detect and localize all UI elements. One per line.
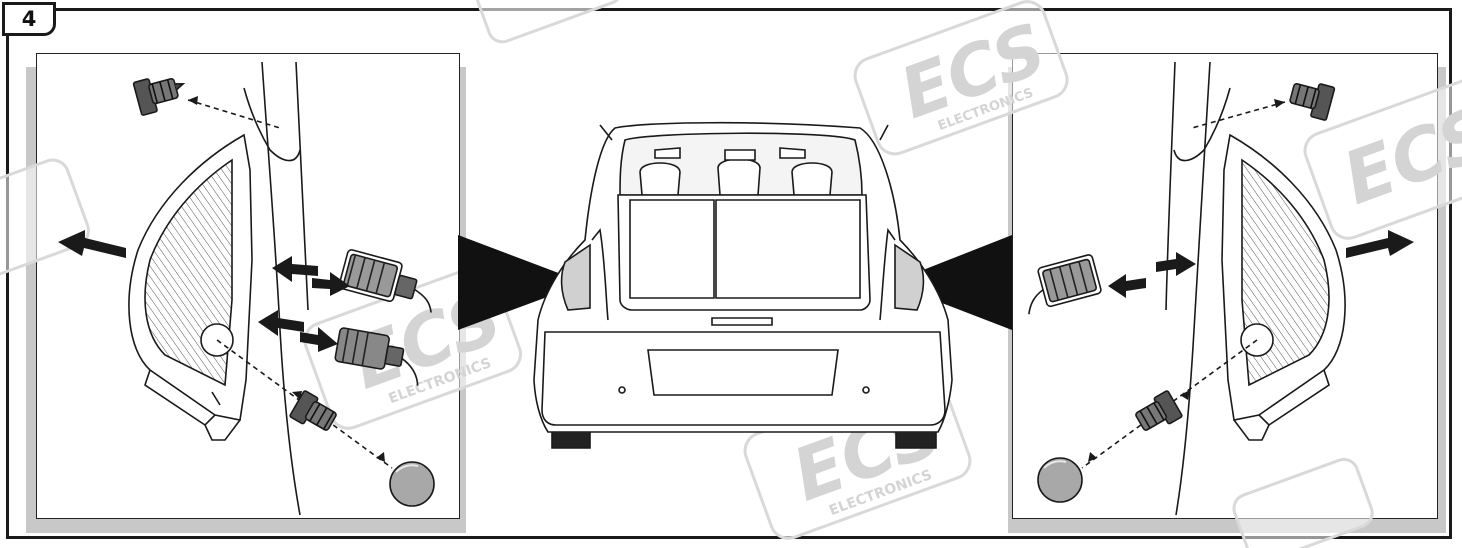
car-right-tail-lamp (894, 243, 925, 311)
right-top-push-clip (1289, 83, 1336, 121)
right-top-clip-path (1191, 101, 1286, 129)
left-pointer-wedge (458, 235, 585, 330)
watermark-top-center (472, 0, 624, 44)
right-pointer-wedge (890, 235, 1012, 330)
remove-direction-arrow-left (58, 230, 126, 258)
left-bottom-push-clip (289, 390, 337, 431)
watermark-left-edge (0, 158, 90, 282)
remove-direction-arrow-right (1346, 230, 1414, 258)
watermark-bottom-right (1232, 457, 1374, 548)
right-round-cap (1037, 457, 1083, 503)
left-detail-illustration (58, 61, 435, 516)
left-round-cap (389, 461, 435, 507)
car-left-tail-lamp (560, 243, 591, 311)
left-connector-double-arrow-2 (258, 310, 338, 352)
left-connector-1 (338, 249, 432, 313)
right-tail-lamp (1221, 133, 1346, 441)
right-bottom-push-clip (1135, 390, 1183, 431)
left-connector-2 (334, 327, 419, 386)
right-connector (1028, 254, 1102, 315)
left-connector-double-arrow-1 (272, 256, 350, 296)
step-number-badge: 4 (2, 2, 56, 36)
left-top-clip-path (187, 99, 281, 129)
left-top-push-clip (132, 78, 186, 116)
left-tail-lamp (128, 133, 253, 441)
right-connector-double-arrow (1108, 252, 1196, 298)
car-rear-view (533, 121, 953, 449)
right-detail-illustration (1028, 61, 1414, 516)
step-number: 4 (21, 7, 37, 31)
